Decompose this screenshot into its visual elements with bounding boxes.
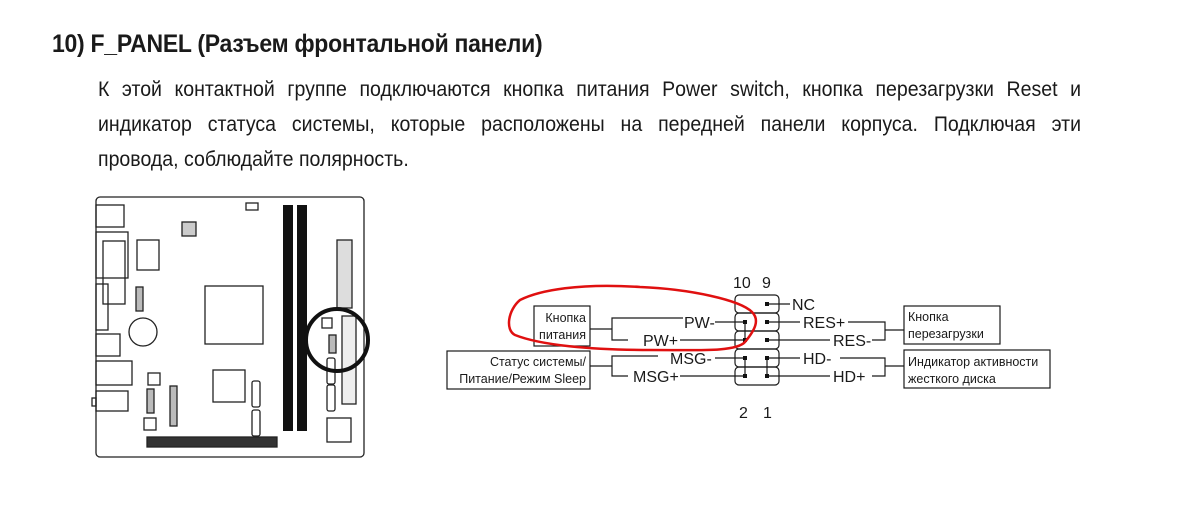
pin-1 bbox=[765, 374, 769, 378]
pin-number-1: 1 bbox=[763, 405, 772, 422]
section-heading: 10) F_PANEL (Разъем фронтальной панели) bbox=[52, 30, 543, 58]
reset-button-box bbox=[903, 305, 1001, 345]
pin-9 bbox=[765, 302, 769, 306]
pin-2 bbox=[743, 374, 747, 378]
label-msg-plus: MSG+ bbox=[633, 369, 679, 386]
paragraph-line-2: индикатор статуса системы, которые распо… bbox=[98, 113, 1082, 136]
pin-number-10: 10 bbox=[733, 275, 751, 292]
reset-button-label-1: Кнопка bbox=[908, 310, 949, 324]
pin-5 bbox=[765, 338, 769, 342]
pin-number-2: 2 bbox=[739, 405, 748, 422]
label-msg-minus: MSG- bbox=[670, 351, 712, 368]
label-hd-minus: HD- bbox=[803, 351, 831, 368]
hdd-led-label-2: жесткого диска bbox=[908, 372, 996, 386]
pin-8 bbox=[743, 320, 747, 324]
pin-number-9: 9 bbox=[762, 275, 771, 292]
reset-button-label-2: перезагрузки bbox=[908, 327, 984, 341]
label-pw-minus: PW- bbox=[684, 315, 715, 332]
red-annotation-outline bbox=[507, 284, 758, 352]
paragraph-line-3: провода, соблюдайте полярность. bbox=[98, 148, 409, 171]
system-status-box bbox=[446, 350, 591, 390]
power-button-label-2: питания bbox=[539, 328, 586, 342]
hdd-led-label-1: Индикатор активности bbox=[908, 355, 1038, 369]
label-res-minus: RES- bbox=[833, 333, 871, 350]
pin-7 bbox=[765, 320, 769, 324]
power-button-label-1: Кнопка bbox=[545, 311, 586, 325]
label-res-plus: RES+ bbox=[803, 315, 845, 332]
description-paragraph: К этой контактной группе подключаются кн… bbox=[98, 72, 1081, 177]
hdd-led-box bbox=[903, 349, 1051, 389]
system-status-label-2: Питание/Режим Sleep bbox=[459, 372, 586, 386]
system-status-label-1: Статус системы/ bbox=[490, 355, 587, 369]
label-pw-plus: PW+ bbox=[643, 333, 678, 350]
pin-4 bbox=[743, 356, 747, 360]
label-nc: NC bbox=[792, 297, 815, 314]
label-hd-plus: HD+ bbox=[833, 369, 865, 386]
pin-3 bbox=[765, 356, 769, 360]
pin-6 bbox=[743, 338, 747, 342]
paragraph-line-1: К этой контактной группе подключаются кн… bbox=[98, 78, 1082, 101]
